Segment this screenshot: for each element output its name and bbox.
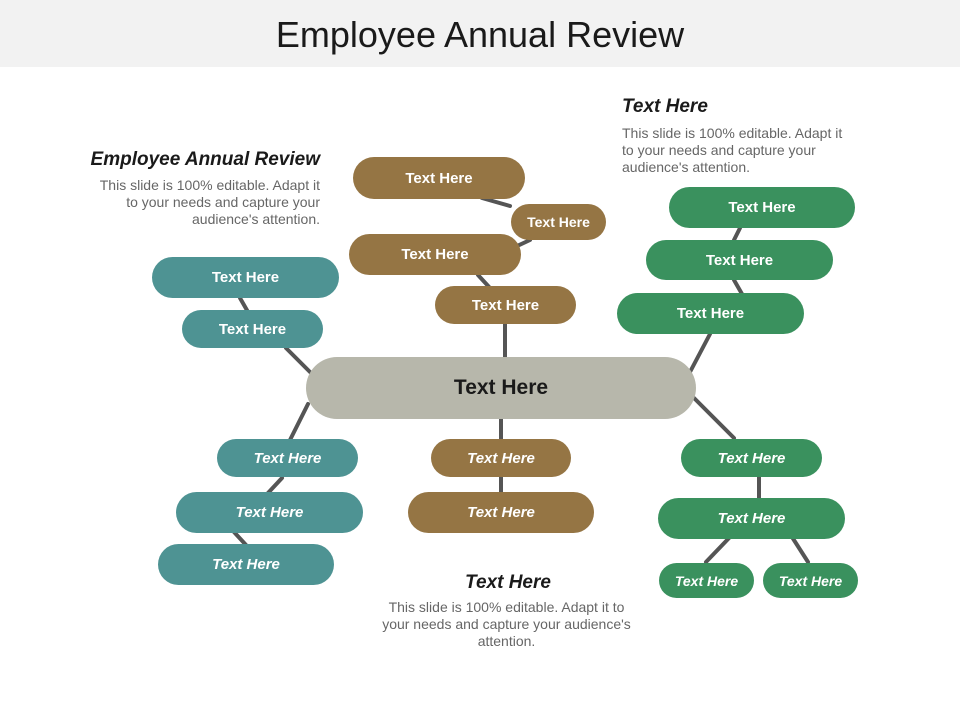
bottom-middle-node-2[interactable]: Text Here: [408, 492, 594, 533]
page-title: Employee Annual Review: [275, 14, 685, 55]
bottom-callout-heading: Text Here: [465, 572, 551, 593]
central-topic-node[interactable]: Text Here: [306, 357, 696, 419]
top-middle-node-4[interactable]: Text Here: [435, 286, 576, 324]
left-callout-body: This slide is 100% editable. Adapt it to…: [99, 177, 320, 227]
bottom-left-node-2[interactable]: Text Here: [176, 492, 363, 533]
top-middle-node-1[interactable]: Text Here: [353, 157, 525, 199]
bottom-right-node-1[interactable]: Text Here: [681, 439, 822, 477]
bottom-right-node-2[interactable]: Text Here: [658, 498, 845, 539]
top-right-node-1[interactable]: Text Here: [669, 187, 855, 228]
top-middle-node-2[interactable]: Text Here: [511, 204, 606, 240]
top-left-node-2[interactable]: Text Here: [182, 310, 323, 348]
top-left-node-1[interactable]: Text Here: [152, 257, 339, 298]
bottom-callout-body: This slide is 100% editable. Adapt it to…: [382, 599, 631, 649]
top-right-node-2[interactable]: Text Here: [646, 240, 833, 280]
top-right-callout-body: This slide is 100% editable. Adapt it to…: [622, 125, 843, 175]
top-middle-node-3[interactable]: Text Here: [349, 234, 521, 275]
bottom-left-node-3[interactable]: Text Here: [158, 544, 334, 585]
bottom-right-node-3[interactable]: Text Here: [659, 563, 754, 598]
top-right-callout-heading: Text Here: [622, 96, 708, 117]
top-right-node-3[interactable]: Text Here: [617, 293, 804, 334]
bottom-left-node-1[interactable]: Text Here: [217, 439, 358, 477]
bottom-right-node-4[interactable]: Text Here: [763, 563, 858, 598]
left-callout-heading: Employee Annual Review: [90, 149, 320, 170]
bottom-middle-node-1[interactable]: Text Here: [431, 439, 571, 477]
title-bar: [0, 0, 960, 67]
